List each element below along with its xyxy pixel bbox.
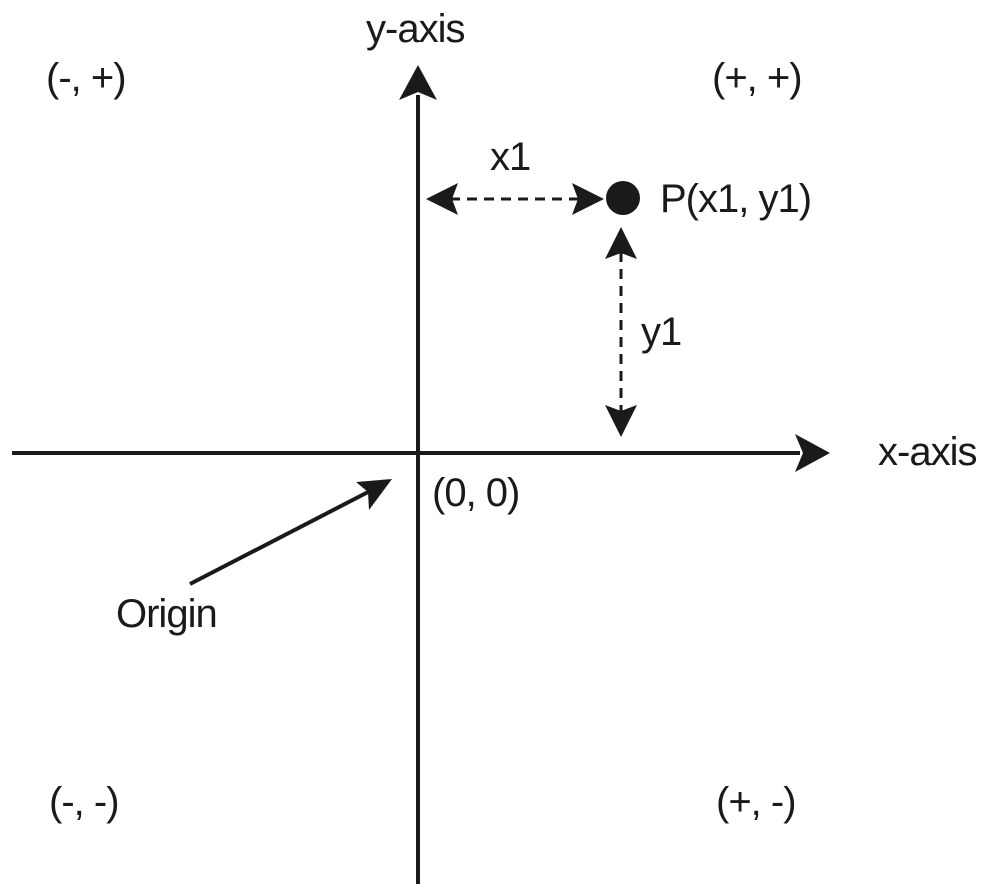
x1-arrowhead-left (426, 183, 458, 215)
quadrant-bottom-left-label: (-, -) (49, 780, 119, 824)
point-p-label: P(x1, y1) (660, 177, 811, 221)
x-axis-arrowhead (795, 434, 830, 472)
y-axis-arrowhead (399, 65, 437, 100)
x1-distance-label: x1 (490, 135, 530, 179)
x1-arrowhead-right (572, 183, 604, 215)
y1-distance-label: y1 (641, 310, 681, 354)
origin-callout-arrowhead (356, 479, 392, 510)
y1-arrowhead-bottom (605, 405, 637, 437)
quadrant-top-left-label: (-, +) (46, 56, 126, 100)
quadrant-bottom-right-label: (+, -) (716, 780, 796, 824)
quadrant-top-right-label: (+, +) (712, 56, 802, 100)
y-axis-label: y-axis (366, 7, 464, 51)
x-axis-label: x-axis (878, 430, 976, 474)
origin-coordinates-label: (0, 0) (432, 471, 519, 515)
y1-arrowhead-top (605, 227, 637, 259)
point-p-dot (606, 181, 640, 215)
origin-callout-line (189, 488, 373, 586)
origin-callout-label: Origin (116, 592, 217, 636)
